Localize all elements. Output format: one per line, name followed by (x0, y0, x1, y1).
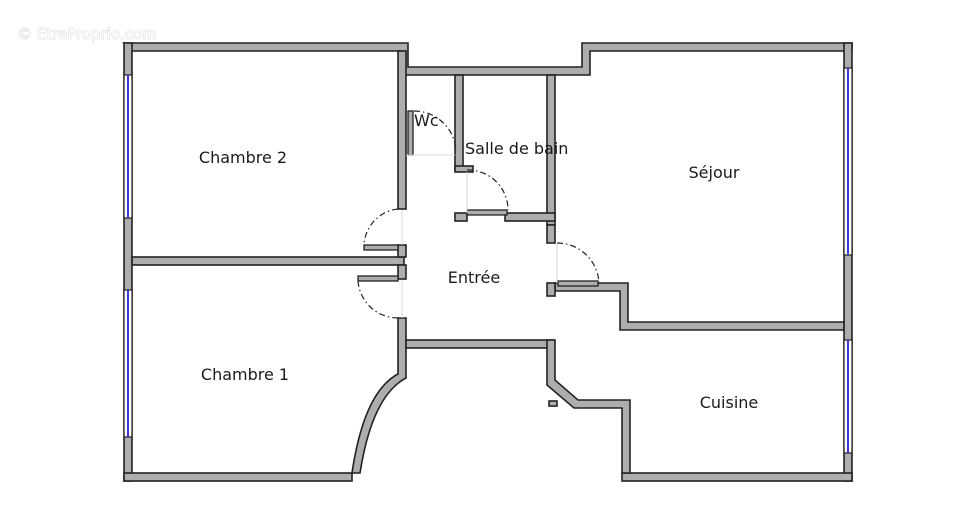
outer-walls (122, 42, 853, 482)
room-label-entree: Entrée (448, 268, 500, 287)
room-label-cuisine: Cuisine (700, 393, 759, 412)
room-label-chambre-2: Chambre 2 (199, 148, 287, 167)
room-label-wc: Wc (414, 111, 439, 130)
interior-walls (131, 50, 845, 474)
room-label-chambre-1: Chambre 1 (201, 365, 289, 384)
room-label-salle-de-bain: Salle de bain (465, 139, 568, 158)
watermark-text: © EtreProprio.com (17, 25, 157, 43)
room-labels: Chambre 2 Chambre 1 Wc Salle de bain Ent… (199, 111, 758, 412)
doors (357, 110, 600, 319)
room-label-sejour: Séjour (689, 163, 740, 182)
windows (123, 67, 853, 454)
